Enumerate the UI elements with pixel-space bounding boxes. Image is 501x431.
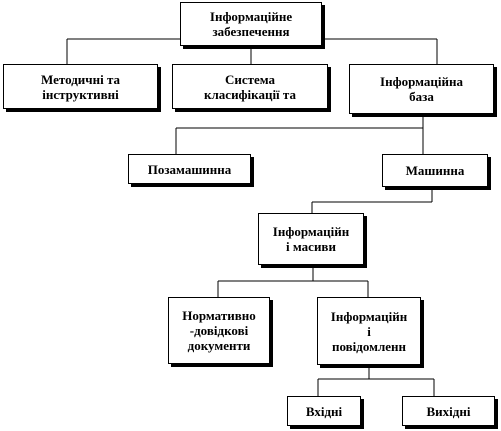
node-information-base: Інформаційна база xyxy=(349,64,494,114)
node-normative-reference-documents: Нормативно -довідкові документи xyxy=(168,297,270,364)
node-methodical-instructive: Методичні та інструктивні xyxy=(3,64,158,109)
node-information-messages: Інформаційн і повідомленн xyxy=(317,297,421,365)
node-outgoing: Вихідні xyxy=(402,396,495,426)
node-information-support: Інформаційне забезпечення xyxy=(180,2,322,46)
node-machine: Машинна xyxy=(382,154,488,187)
node-incoming: Вхідні xyxy=(287,396,361,426)
node-classification-system: Система класифікації та xyxy=(172,64,328,109)
node-information-arrays: Інформаційн і масиви xyxy=(258,213,364,265)
node-offline: Позамашинна xyxy=(128,154,251,184)
